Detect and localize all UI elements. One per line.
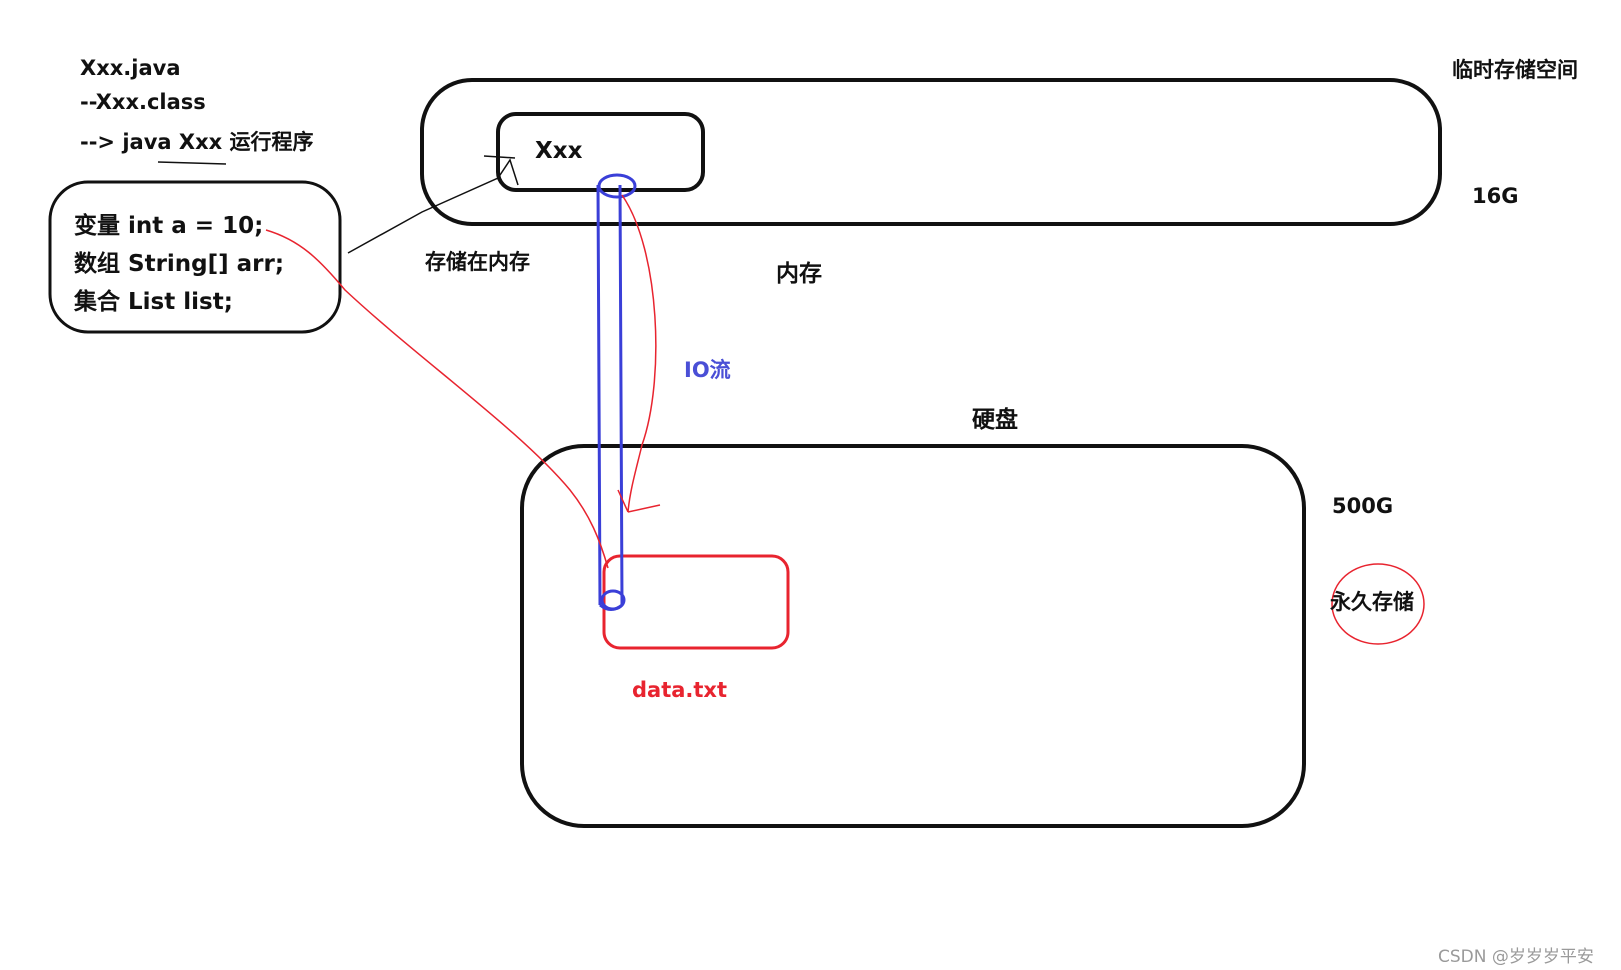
code-list: 集合 List list; <box>74 289 233 315</box>
io-stream-label: IO流 <box>684 358 731 382</box>
code-to-memory-connector <box>347 155 519 254</box>
permanent-storage-label: 永久存储 <box>1330 590 1414 614</box>
code-variable: 变量 int a = 10; <box>74 213 264 239</box>
memory-label: 内存 <box>776 261 822 287</box>
memory-size-label: 16G <box>1472 184 1519 208</box>
xxx-box <box>496 112 705 192</box>
io-pipe <box>596 184 624 606</box>
store-in-memory-label: 存储在内存 <box>425 250 530 274</box>
disk-label: 硬盘 <box>972 407 1018 433</box>
note-run-command: --> java Xxx 运行程序 <box>80 130 314 154</box>
xxx-label: Xxx <box>535 138 583 164</box>
command-underline <box>157 161 227 165</box>
file-box <box>602 554 790 650</box>
temporary-storage-label: 临时存储空间 <box>1452 58 1578 82</box>
variable-to-file-line <box>265 229 609 569</box>
code-array: 数组 String[] arr; <box>74 251 285 277</box>
code-box <box>48 180 342 334</box>
note-source-file: Xxx.java <box>80 56 181 80</box>
write-arrow <box>617 194 661 513</box>
note-class-file: --Xxx.class <box>80 90 206 114</box>
memory-box <box>420 78 1442 226</box>
io-pipe-top <box>597 173 637 199</box>
permanent-storage-circle <box>1331 563 1425 645</box>
watermark: CSDN @岁岁岁平安 <box>1438 947 1594 967</box>
disk-box <box>520 444 1306 828</box>
disk-size-label: 500G <box>1332 494 1394 518</box>
file-label: data.txt <box>632 678 728 702</box>
io-pipe-bottom-cap <box>599 603 623 611</box>
